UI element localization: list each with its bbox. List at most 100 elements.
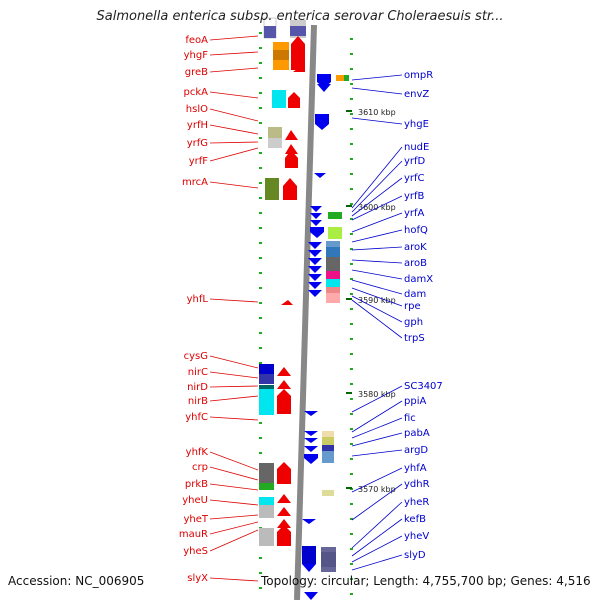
tick-mark (350, 53, 353, 55)
tick-mark (350, 98, 353, 100)
tick-mark (259, 77, 262, 79)
gene-label-yhfL[interactable]: yhfL (187, 294, 209, 305)
gene-block (321, 552, 336, 567)
gene-label-envZ[interactable]: envZ (404, 89, 429, 100)
forward-arrow (277, 380, 291, 389)
gene-label-aroK[interactable]: aroK (404, 242, 427, 253)
leader-line (351, 269, 403, 280)
gene-label-yrfB[interactable]: yrfB (404, 191, 425, 202)
tick-mark (350, 563, 353, 565)
gene-block (322, 431, 334, 437)
gene-label-yrfH[interactable]: yrfH (187, 120, 208, 131)
gene-label-yhfC[interactable]: yhfC (185, 412, 208, 423)
gene-label-hslO[interactable]: hslO (186, 104, 208, 115)
tick-mark (350, 458, 353, 460)
reverse-arrow (304, 454, 318, 464)
gene-label-nirC[interactable]: nirC (188, 367, 208, 378)
gene-block (268, 138, 282, 148)
gene-label-yheV[interactable]: yheV (404, 531, 429, 542)
right-gene-labels: ompR envZ yhgE nudE yrfD yrfC yrfB yrfA hofQ aroK… (351, 70, 443, 571)
gene-label-greB[interactable]: greB (185, 67, 208, 78)
gene-label-kefB[interactable]: kefB (404, 514, 426, 525)
leader-line (209, 577, 259, 582)
gene-label-fic[interactable]: fic (404, 413, 416, 424)
gene-label-rpe[interactable]: rpe (404, 301, 421, 312)
tick-mark (350, 518, 353, 520)
leader-line (209, 371, 259, 379)
gene-label-yrfA[interactable]: yrfA (404, 208, 425, 219)
tick-mark (259, 302, 262, 304)
tick-mark (350, 188, 353, 190)
gene-label-damX[interactable]: damX (404, 274, 433, 285)
gene-label-yhfA[interactable]: yhfA (404, 463, 427, 474)
gene-label-yhgF[interactable]: yhgF (184, 50, 209, 61)
reverse-arrow (315, 114, 329, 130)
gene-label-yheT[interactable]: yheT (183, 514, 208, 525)
gene-label-yheU[interactable]: yheU (182, 495, 208, 506)
tick-mark (259, 122, 262, 124)
leader-line (209, 514, 259, 520)
gene-label-crp[interactable]: crp (192, 462, 208, 473)
gene-label-pckA[interactable]: pckA (184, 87, 209, 98)
gene-label-nudE[interactable]: nudE (404, 142, 429, 153)
gene-label-yheS[interactable]: yheS (183, 546, 208, 557)
reverse-arrow (308, 282, 322, 289)
gene-block (259, 374, 274, 384)
gene-label-argD[interactable]: argD (404, 445, 428, 456)
gene-label-mrcA[interactable]: mrcA (182, 177, 208, 188)
gene-label-feoA[interactable]: feoA (185, 35, 208, 46)
leader-line (351, 259, 403, 264)
tick-mark (259, 572, 262, 574)
gene-label-nirD[interactable]: nirD (187, 382, 208, 393)
tick-mark (259, 587, 262, 589)
leader-line (209, 91, 259, 99)
gene-label-ydhR[interactable]: ydhR (404, 479, 430, 490)
gene-label-slyX[interactable]: slyX (187, 573, 208, 584)
gene-label-dam[interactable]: dam (404, 289, 426, 300)
gene-block (326, 247, 340, 257)
tick-mark (350, 203, 353, 205)
reverse-arrow (304, 411, 318, 416)
gene-block (336, 75, 346, 81)
backbone-line (294, 24, 317, 600)
accession-text: Accession: NC_006905 (8, 574, 145, 588)
gene-block (259, 497, 274, 505)
gene-block (259, 505, 274, 518)
gene-label-yrfF[interactable]: yrfF (189, 156, 209, 167)
gene-label-cysG[interactable]: cysG (184, 351, 208, 362)
gene-label-nirB[interactable]: nirB (188, 396, 208, 407)
gene-label-yrfG[interactable]: yrfG (187, 138, 208, 149)
tick-mark (259, 212, 262, 214)
gene-label-yheR[interactable]: yheR (404, 497, 429, 508)
gene-label-yhgE[interactable]: yhgE (404, 119, 429, 130)
gene-label-yrfC[interactable]: yrfC (404, 173, 425, 184)
tick-mark (259, 362, 262, 364)
leader-line (209, 355, 259, 369)
gene-label-yrfD[interactable]: yrfD (404, 156, 426, 167)
gene-block (328, 212, 342, 219)
forward-arrow (277, 519, 291, 528)
kbp-label: 3600 kbp (358, 203, 396, 212)
gene-label-gph[interactable]: gph (404, 317, 423, 328)
gene-label-trpS[interactable]: trpS (404, 333, 425, 344)
tick-mark (350, 578, 353, 580)
gene-label-prkB[interactable]: prkB (185, 479, 208, 490)
gene-label-slyD[interactable]: slyD (404, 550, 426, 561)
gene-label-ompR[interactable]: ompR (404, 70, 433, 81)
tick-mark (259, 227, 262, 229)
gene-label-aroB[interactable]: aroB (404, 258, 427, 269)
gene-label-SC3407[interactable]: SC3407 (404, 381, 443, 392)
gene-label-yhfK[interactable]: yhfK (186, 447, 209, 458)
leader-line (351, 287, 403, 307)
gene-label-ppiA[interactable]: ppiA (404, 396, 426, 407)
tick-mark (350, 533, 353, 535)
leader-line (209, 124, 259, 135)
gene-label-mauR[interactable]: mauR (179, 529, 208, 540)
tick-mark (350, 113, 353, 115)
forward-arrow (277, 389, 291, 414)
gene-label-pabA[interactable]: pabA (404, 428, 430, 439)
gene-label-hofQ[interactable]: hofQ (404, 225, 428, 236)
tick-mark (350, 68, 353, 70)
leader-line (351, 229, 403, 243)
